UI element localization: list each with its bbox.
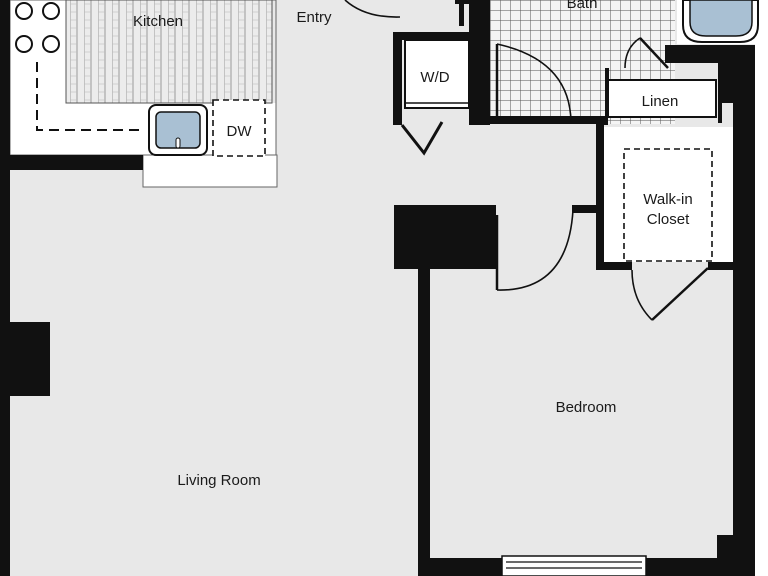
closet-label-line1: Walk-in	[643, 191, 692, 208]
kitchen-label: Kitchen	[133, 13, 183, 30]
closet-label-line2: Closet	[647, 211, 690, 228]
linen-label: Linen	[642, 93, 679, 110]
bathtub-icon	[682, 0, 759, 43]
sink-icon	[148, 104, 208, 156]
kitchen-floor	[65, 0, 273, 104]
living-room-label: Living Room	[177, 472, 260, 489]
door-swing-icon	[344, 0, 709, 321]
closet-shelf	[623, 148, 713, 262]
dishwasher-label: DW	[227, 123, 253, 140]
bedroom-label: Bedroom	[556, 399, 617, 416]
linen-closet	[607, 79, 717, 118]
bedroom-window	[501, 555, 647, 576]
bath-label: Bath	[567, 0, 598, 12]
stove-burner-icon	[15, 2, 60, 53]
entry-label: Entry	[296, 9, 332, 26]
washer-dryer	[404, 39, 470, 109]
dishwasher	[212, 99, 266, 157]
washer-dryer-label: W/D	[420, 69, 449, 86]
